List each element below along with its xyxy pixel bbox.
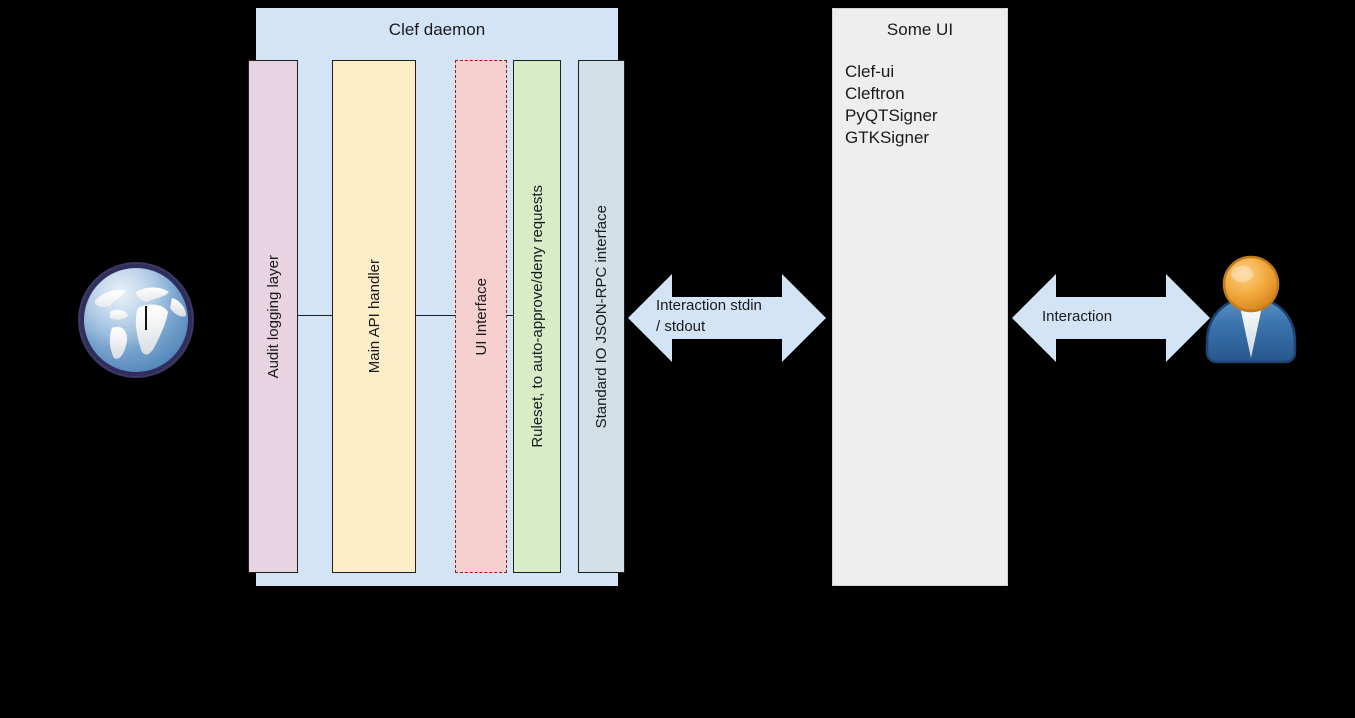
user-icon [1203, 254, 1299, 364]
column-label-ruleset: Ruleset, to auto-approve/deny requests [528, 185, 546, 448]
column-label-api: Main API handler [365, 259, 383, 374]
globe-icon [74, 258, 198, 382]
interaction-stdio-arrow-label: Interaction stdin / stdout [656, 297, 762, 335]
connector-line-ui-ruleset [506, 315, 514, 316]
list-item[interactable]: GTKSigner [845, 128, 930, 147]
interaction-stdio-arrow: Interaction stdin / stdout [628, 274, 826, 362]
some-ui-title: Some UI [886, 20, 954, 39]
connector-line-audit-api [297, 315, 333, 316]
list-item[interactable]: PyQTSigner [845, 106, 938, 125]
clef-daemon-container: Clef daemon [256, 8, 618, 586]
column-label-audit: Audit logging layer [264, 254, 282, 379]
some-ui-list: Clef-ui Cleftron PyQTSigner GTKSigner [845, 61, 938, 149]
column-ui-interface[interactable]: UI Interface [455, 60, 507, 573]
connector-line-api-ui [415, 315, 456, 316]
column-ruleset[interactable]: Ruleset, to auto-approve/deny requests [513, 60, 561, 573]
list-item[interactable]: Clef-ui [845, 62, 895, 81]
column-label-stdio: Standard IO JSON-RPC interface [593, 204, 610, 429]
interaction-user-arrow-label: Interaction [1042, 308, 1113, 325]
column-standard-io-json-rpc[interactable]: Standard IO JSON-RPC interface [578, 60, 625, 573]
interaction-user-arrow: Interaction [1012, 274, 1210, 362]
column-label-ui: UI Interface [472, 277, 490, 356]
clef-daemon-title: Clef daemon [388, 20, 486, 39]
some-ui-box: Some UI Clef-ui Cleftron PyQTSigner GTKS… [832, 8, 1008, 586]
column-main-api-handler[interactable]: Main API handler [332, 60, 416, 573]
column-audit-logging-layer[interactable]: Audit logging layer [248, 60, 298, 573]
list-item[interactable]: Cleftron [845, 84, 905, 103]
